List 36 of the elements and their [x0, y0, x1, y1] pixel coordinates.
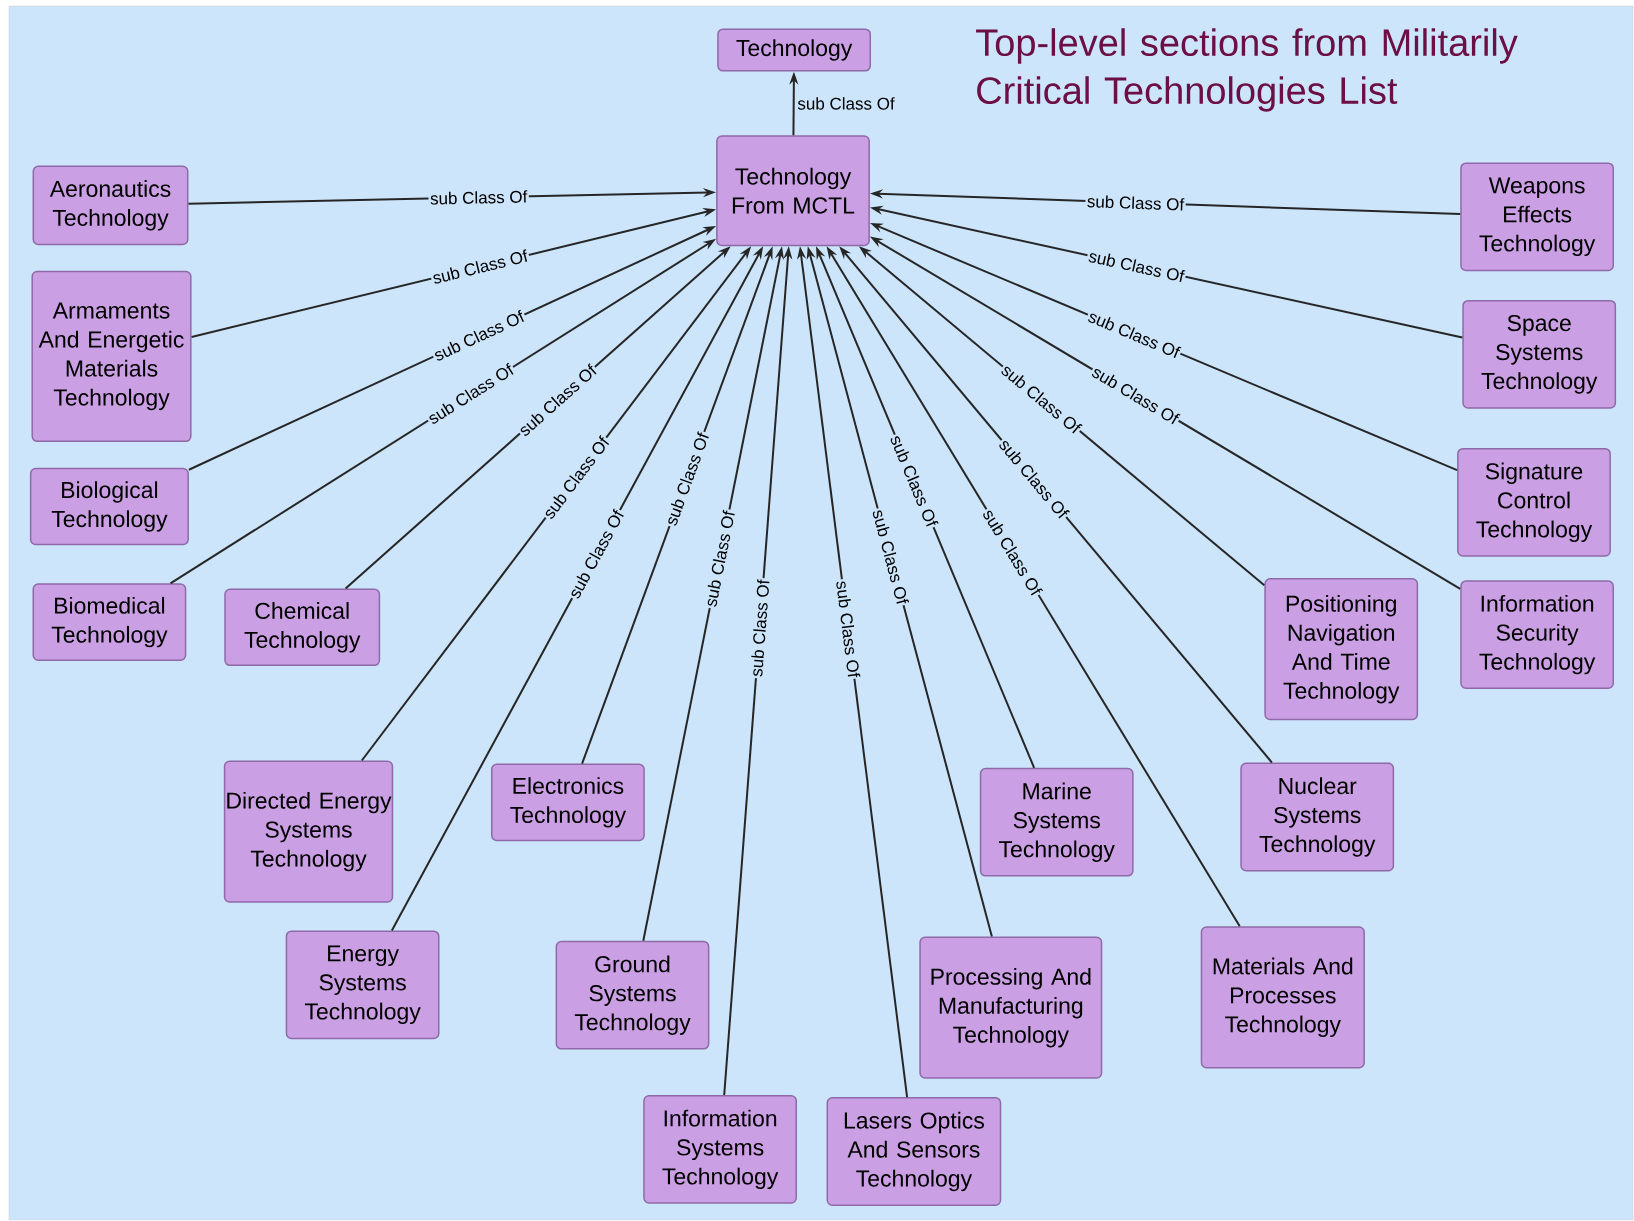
edge-label: sub Class Of	[748, 577, 772, 679]
class-box: Lasers Optics And Sensors Technology	[826, 1097, 1002, 1206]
edge-label: sub Class Of	[662, 429, 712, 529]
class-box: Space Systems Technology	[1462, 299, 1617, 409]
class-box: Processing And Manufacturing Technology	[919, 936, 1103, 1079]
class-box: Weapons Effects Technology	[1460, 162, 1614, 272]
class-box: Directed Energy Systems Technology	[223, 760, 394, 903]
class-box: Materials And Processes Technology	[1200, 926, 1365, 1069]
edge-label: sub Class Of	[430, 307, 528, 364]
edge-label: sub Class Of	[870, 506, 911, 608]
class-box: Information Security Technology	[1460, 580, 1614, 689]
class-box: Positioning Navigation And Time Technology	[1264, 578, 1419, 721]
class-box: Energy Systems Technology	[285, 930, 440, 1040]
class-box: Information Systems Technology	[643, 1095, 797, 1204]
edge-label: sub Class Of	[565, 506, 627, 602]
edge-label: sub Class Of	[702, 508, 737, 610]
edge-label: sub Class Of	[834, 578, 863, 680]
edge-label: sub Class Of	[1084, 307, 1184, 361]
class-box: Technology From MCTL	[716, 135, 870, 247]
edge-label: sub Class Of	[429, 247, 531, 287]
class-box: Chemical Technology	[224, 588, 381, 667]
class-box: Marine Systems Technology	[979, 767, 1134, 877]
class-box: Biological Technology	[29, 467, 189, 546]
class-box: Electronics Technology	[491, 763, 645, 842]
class-box: Ground Systems Technology	[555, 940, 710, 1050]
class-box: Armaments And Energetic Materials Technology	[31, 270, 192, 443]
edge-label: sub Class Of	[428, 188, 529, 207]
class-box: Biomedical Technology	[32, 583, 187, 661]
edge-label: sub Class Of	[1085, 247, 1188, 285]
class-box: Aeronautics Technology	[32, 165, 189, 246]
class-box: Signature Control Technology	[1457, 447, 1611, 557]
edge-label: sub Class Of	[1085, 193, 1186, 213]
title: Top-level sections from Militarily Critical Technologies List	[976, 28, 1518, 112]
class-box: Technology	[717, 28, 871, 72]
edge-label: sub Class Of	[424, 360, 518, 428]
class-box: Nuclear Systems Technology	[1240, 762, 1395, 872]
